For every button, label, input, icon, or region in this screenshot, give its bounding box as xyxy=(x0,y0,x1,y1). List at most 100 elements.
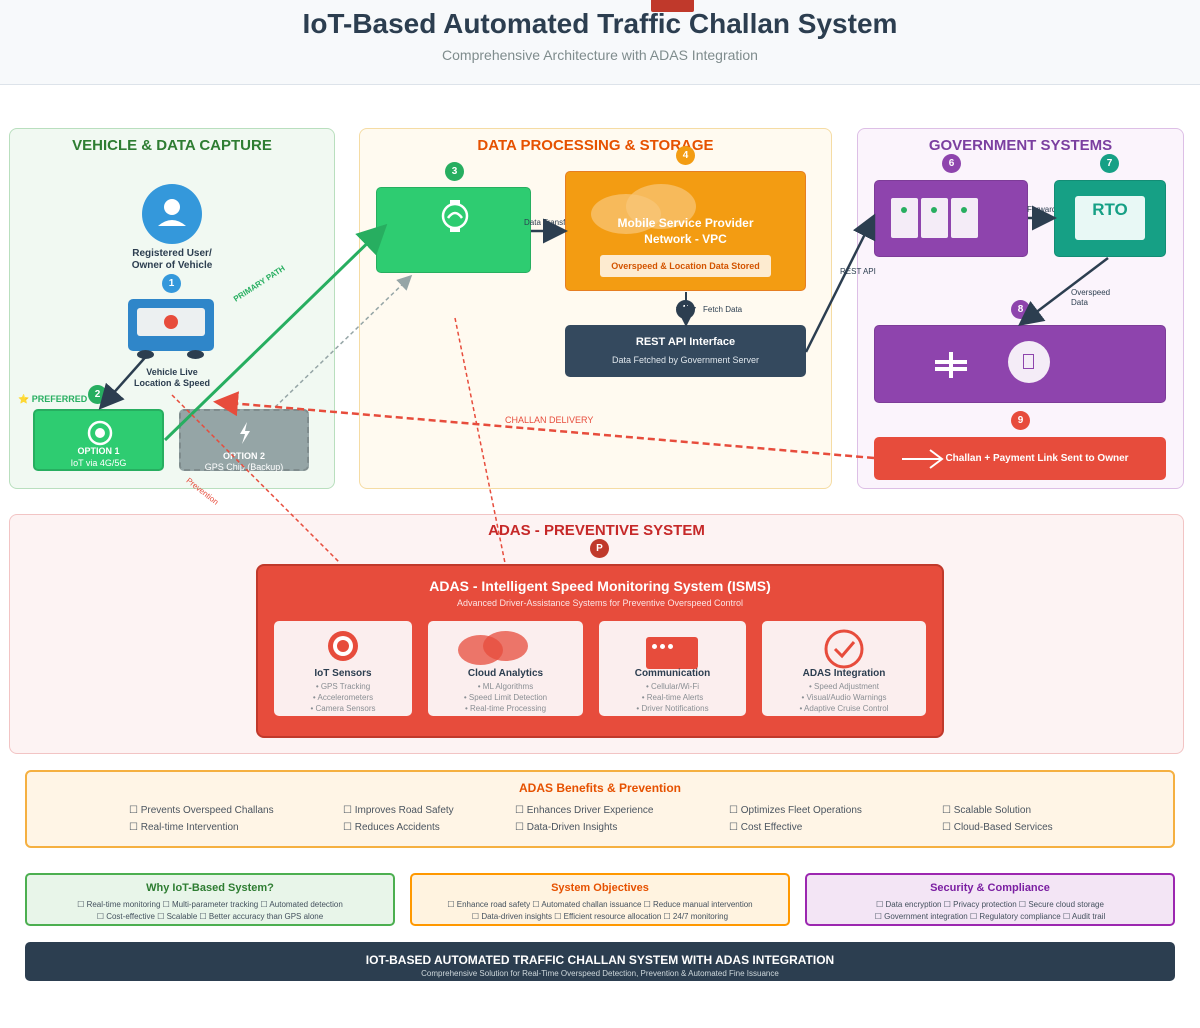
step-badge-7: 7 xyxy=(1100,154,1119,173)
security-box: Security & Compliance ☐ Data encryption … xyxy=(805,873,1175,926)
isms-title: ADAS - Intelligent Speed Monitoring Syst… xyxy=(429,578,771,594)
rest-api-label: REST API xyxy=(840,267,876,276)
vpc-stored-badge: Overspeed & Location Data Stored xyxy=(600,255,771,277)
rto-box[interactable]: RTO xyxy=(1054,180,1166,257)
footer-title: IOT-BASED AUTOMATED TRAFFIC CHALLAN SYST… xyxy=(365,953,835,967)
benefit-item: ☐ Prevents Overspeed Challans xyxy=(129,805,274,816)
option2-subtitle: GPS Chip (Backup) xyxy=(204,462,284,472)
device-icon xyxy=(441,200,469,232)
card-item: • Speed Adjustment xyxy=(809,682,879,691)
card-title: Communication xyxy=(634,668,711,679)
adas-card-iot-sensors[interactable]: IoT Sensors • GPS Tracking • Acceleromet… xyxy=(274,621,412,716)
tracker-device xyxy=(128,299,214,351)
card-item: • Cellular/Wi-Fi xyxy=(645,682,700,691)
objectives-line1: ☐ Enhance road safety ☐ Automated challa… xyxy=(447,900,753,909)
rest-api-title: REST API Interface xyxy=(635,336,736,348)
objectives-line2: ☐ Data-driven insights ☐ Efficient resou… xyxy=(471,912,729,921)
overspeed-data-label: Overspeed Data xyxy=(1071,288,1110,308)
footer-subtitle: Comprehensive Solution for Real-Time Ove… xyxy=(421,969,779,978)
card-item: • GPS Tracking xyxy=(315,682,371,691)
header-tab xyxy=(651,0,694,12)
benefit-item: ☐ Real-time Intervention xyxy=(129,822,239,833)
adas-card-integration[interactable]: ADAS Integration • Speed Adjustment • Vi… xyxy=(762,621,926,716)
benefit-item: ☐ Cost Effective xyxy=(729,822,803,833)
target-icon xyxy=(328,631,358,661)
tracker-label-line2: Location & Speed xyxy=(133,378,210,388)
cloud-icon xyxy=(458,631,528,667)
preferred-label: ⭐ PREFERRED xyxy=(18,394,88,404)
isms-subtitle: Advanced Driver-Assistance Systems for P… xyxy=(456,598,744,608)
vpc-box[interactable]: Mobile Service Provider Network - VPC Ov… xyxy=(565,171,806,291)
challan-link-box[interactable]: Challan + Payment Link Sent to Owner xyxy=(874,437,1166,480)
tracker-wheel-right xyxy=(187,350,204,359)
card-item: • ML Algorithms xyxy=(477,682,534,691)
overspeed-line2: Data xyxy=(1071,298,1088,307)
vpc-title: Mobile Service Provider Network - VPC xyxy=(566,215,805,247)
gov-server-box[interactable] xyxy=(874,180,1028,257)
card-item: • Adaptive Cruise Control xyxy=(799,704,889,713)
challan-link-text: Challan + Payment Link Sent to Owner xyxy=(945,453,1129,464)
card-items: • Speed Adjustment • Visual/Audio Warnin… xyxy=(762,681,926,714)
vehicle-section-title: VEHICLE & DATA CAPTURE xyxy=(72,137,272,154)
user-label-line1: Registered User/ xyxy=(132,248,212,259)
vpc-title-line1: Mobile Service Provider xyxy=(617,216,754,230)
challan-icon xyxy=(1008,341,1050,383)
overspeed-line1: Overspeed xyxy=(1071,288,1111,297)
card-item: • Driver Notifications xyxy=(636,704,709,713)
step-badge-4: 4 xyxy=(676,146,695,165)
security-line2: ☐ Government integration ☐ Regulatory co… xyxy=(874,912,1106,921)
page-title: IoT-Based Automated Traffic Challan Syst… xyxy=(302,8,898,39)
page-header xyxy=(0,0,1200,85)
option1-title: OPTION 1 xyxy=(77,446,120,456)
user-label-line2: Owner of Vehicle xyxy=(131,260,213,271)
card-item: • Real-time Processing xyxy=(464,704,547,713)
adas-section-title: ADAS - PREVENTIVE SYSTEM xyxy=(488,522,705,539)
rest-api-box[interactable]: REST API Interface Data Fetched by Gover… xyxy=(565,325,806,377)
step-badge-8: 8 xyxy=(1011,300,1030,319)
option1-box[interactable]: OPTION 1 IoT via 4G/5G xyxy=(33,409,164,471)
benefits-title: ADAS Benefits & Prevention xyxy=(518,781,682,795)
rest-api-subtitle: Data Fetched by Government Server xyxy=(611,355,760,365)
card-item: • Accelerometers xyxy=(312,693,374,702)
user-icon xyxy=(158,199,186,226)
card-title: ADAS Integration xyxy=(802,668,886,679)
adas-card-communication[interactable]: Communication • Cellular/Wi-Fi • Real-ti… xyxy=(599,621,746,716)
user-label: Registered User/ Owner of Vehicle xyxy=(100,248,244,272)
lightning-icon xyxy=(240,422,250,444)
user-avatar xyxy=(142,184,202,244)
rto-label: RTO xyxy=(1092,200,1128,219)
option2-title: OPTION 2 xyxy=(222,451,265,461)
benefit-item: ☐ Cloud-Based Services xyxy=(942,822,1053,833)
benefit-item: ☐ Data-Driven Insights xyxy=(515,822,618,833)
card-item: • Speed Limit Detection xyxy=(463,693,548,702)
server-unit-2 xyxy=(921,198,948,238)
security-line1: ☐ Data encryption ☐ Privacy protection ☐… xyxy=(876,900,1104,909)
card-item: • Real-time Alerts xyxy=(641,693,704,702)
option2-box[interactable]: OPTION 2 GPS Chip (Backup) xyxy=(179,409,309,472)
rto-panel xyxy=(1075,196,1145,240)
card-items: • GPS Tracking • Accelerometers • Camera… xyxy=(274,681,412,714)
challan-server-box[interactable] xyxy=(874,325,1166,403)
iot-gateway-box[interactable] xyxy=(376,187,531,273)
step-badge-2: 2 xyxy=(88,385,107,404)
objectives-title: System Objectives xyxy=(551,882,649,894)
server-unit-1 xyxy=(891,198,918,238)
tracker-label: Vehicle Live Location & Speed xyxy=(110,367,234,389)
tracker-light xyxy=(164,315,178,329)
cloud-icon xyxy=(591,184,696,234)
chat-icon xyxy=(646,637,698,669)
adas-card-cloud-analytics[interactable]: Cloud Analytics • ML Algorithms • Speed … xyxy=(428,621,583,716)
why-iot-line2: ☐ Cost-effective ☐ Scalable ☐ Better acc… xyxy=(96,912,324,921)
vpc-title-line2: Network - VPC xyxy=(644,232,727,246)
card-items: • ML Algorithms • Speed Limit Detection … xyxy=(428,681,583,714)
tracker-label-line1: Vehicle Live xyxy=(146,367,198,377)
footer-banner: IOT-BASED AUTOMATED TRAFFIC CHALLAN SYST… xyxy=(25,942,1175,981)
government-section-title: GOVERNMENT SYSTEMS xyxy=(928,137,1113,154)
step-badge-5: 5 xyxy=(676,300,695,319)
objectives-box: System Objectives ☐ Enhance road safety … xyxy=(410,873,790,926)
card-title: IoT Sensors xyxy=(314,668,372,679)
challan-delivery-label: CHALLAN DELIVERY xyxy=(505,415,594,425)
processing-section-title: DATA PROCESSING & STORAGE xyxy=(477,137,714,154)
why-iot-line1: ☐ Real-time monitoring ☐ Multi-parameter… xyxy=(77,900,343,909)
forward-label: Forward xyxy=(1027,205,1057,214)
